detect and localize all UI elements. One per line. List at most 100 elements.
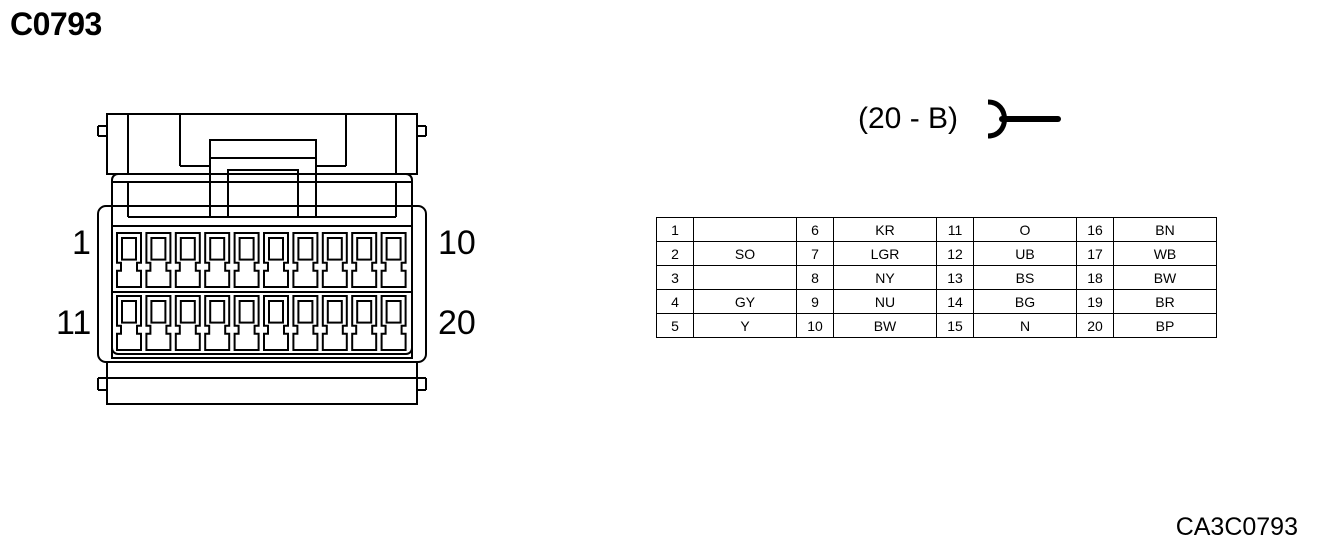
bottom-skirt [106,361,418,405]
terminal-contact [238,237,255,261]
terminal-cavity [174,295,201,351]
wire-color-cell: BG [973,289,1077,314]
terminal-contact [150,237,167,261]
pin-number-cell: 13 [936,265,974,290]
terminal-contact [356,237,373,261]
terminal-cavity [292,232,319,288]
terminal-contact [179,300,196,324]
terminal-cavity [263,295,289,351]
terminal-cavity [116,295,142,351]
terminal-cavity [380,295,407,351]
wire-color-cell: NY [833,265,937,290]
figure-code: CA3C0793 [1175,513,1298,541]
wire-color-cell: BP [1113,313,1217,338]
wire-color-cell: N [973,313,1077,338]
wire-color-cell [693,217,797,242]
pin-number-cell: 5 [656,313,694,338]
terminal-cavity [380,232,407,288]
pin-label-1: 1 [72,224,91,262]
terminal-contact [121,300,137,324]
pin-number-cell: 4 [656,289,694,314]
pin-number-cell: 20 [1076,313,1114,338]
wire-color-cell: BW [1113,265,1217,290]
pin-number-cell: 8 [796,265,834,290]
terminal-contact [268,300,284,324]
pin-label-20: 20 [438,304,476,342]
pin-number-cell: 11 [936,217,974,242]
pin-number-cell: 19 [1076,289,1114,314]
pin-number-cell: 2 [656,241,694,266]
terminal-contact [209,237,226,261]
terminal-cavity [233,232,260,288]
terminal-cavity [204,232,231,288]
wire-color-cell: WB [1113,241,1217,266]
wire-color-cell: KR [833,217,937,242]
terminal-cavity [292,295,319,351]
terminal-cavity [351,232,378,288]
terminal-cavity [321,232,348,288]
wire-color-cell: BW [833,313,937,338]
wire-color-cell [693,265,797,290]
terminal-cavity [116,232,142,288]
wire-color-cell: O [973,217,1077,242]
pin-number-cell: 12 [936,241,974,266]
pin-number-cell: 17 [1076,241,1114,266]
wire-color-cell: Y [693,313,797,338]
terminal-contact [179,237,196,261]
pin-number-cell: 18 [1076,265,1114,290]
terminal-contact [297,300,314,324]
terminal-contact [326,300,343,324]
connector-spec: (20 - B) [858,102,959,135]
terminal-contact [326,237,343,261]
terminal-contact [209,300,226,324]
pin-number-cell: 16 [1076,217,1114,242]
connector-body [111,173,413,355]
terminal-cavity [351,295,378,351]
connector-face-drawing [97,113,427,405]
wire-color-cell: UB [973,241,1077,266]
terminal-cavity [174,232,201,288]
latch-window [227,169,299,218]
terminal-cavity [204,295,231,351]
top-housing [106,113,418,175]
terminal-cavities [116,232,407,351]
pin-number-cell: 1 [656,217,694,242]
pin-number-cell: 7 [796,241,834,266]
terminal-contact [385,300,402,324]
pin-number-cell: 14 [936,289,974,314]
terminal-cavity [145,295,172,351]
terminal-cavity [263,232,289,288]
terminal-contact [150,300,167,324]
terminal-contact [297,237,314,261]
wire-color-cell: BN [1113,217,1217,242]
terminal-contact [268,237,284,261]
pin-label-11: 11 [56,304,92,342]
terminal-cavity [145,232,172,288]
pin-number-cell: 15 [936,313,974,338]
terminal-contact [356,300,373,324]
pin-number-cell: 3 [656,265,694,290]
connector-title: C0793 [10,6,102,42]
wire-color-cell: BR [1113,289,1217,314]
wire-color-cell: BS [973,265,1077,290]
wire-color-cell: LGR [833,241,937,266]
terminal-cavity [233,295,260,351]
wire-color-cell: SO [693,241,797,266]
pin-number-cell: 6 [796,217,834,242]
terminal-contact [385,237,402,261]
plug-symbol-icon [987,99,1061,139]
terminal-contact [121,237,137,261]
wire-color-cell: NU [833,289,937,314]
pin-number-cell: 10 [796,313,834,338]
pin-label-10: 10 [438,224,476,262]
wire-color-cell: GY [693,289,797,314]
terminal-contact [238,300,255,324]
pin-number-cell: 9 [796,289,834,314]
terminal-cavity [321,295,348,351]
